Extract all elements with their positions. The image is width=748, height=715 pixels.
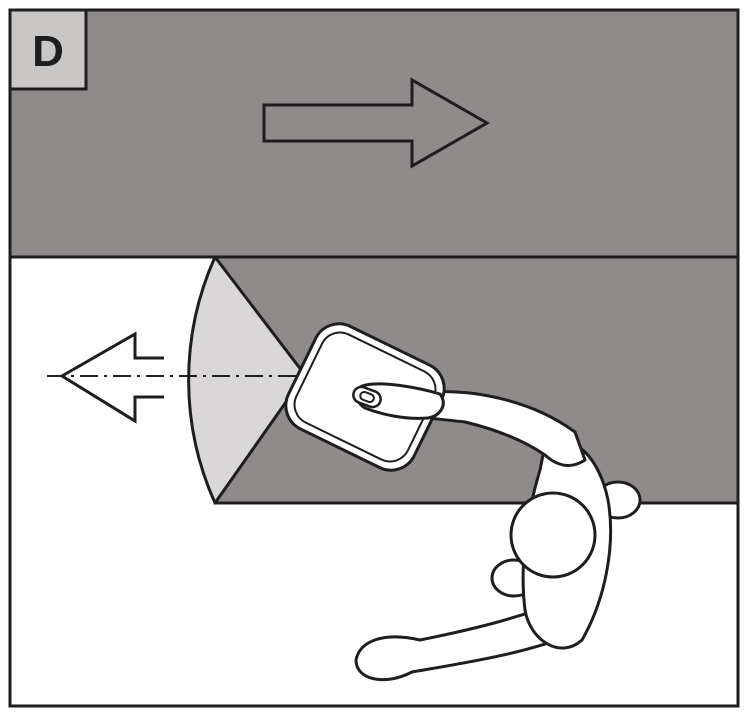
handheld-scanner-icon: [284, 322, 446, 472]
panel-label-box: [8, 8, 88, 91]
operator-arm-lower: [354, 598, 584, 682]
scan-sector: [187, 255, 307, 505]
operator-head: [509, 491, 597, 579]
operator-figure-icon: [354, 390, 642, 682]
arrow-right-icon: [262, 77, 491, 169]
scanner-trigger-inner: [359, 390, 375, 404]
panel-label: D: [32, 27, 64, 76]
